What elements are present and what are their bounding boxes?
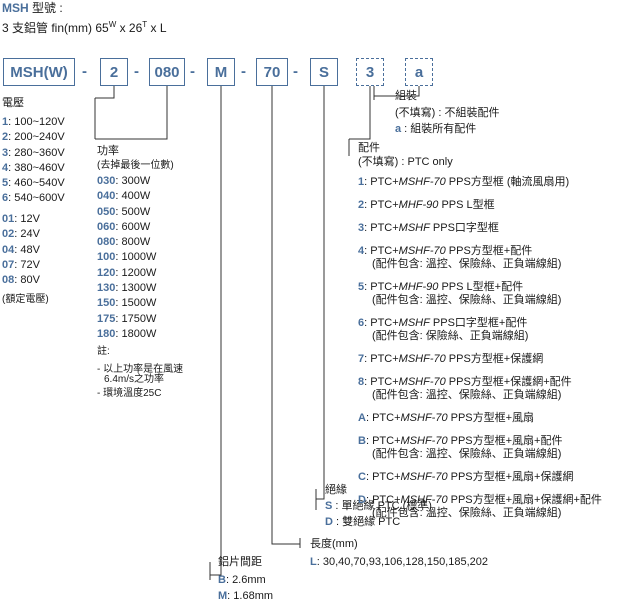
code-dash: - bbox=[293, 63, 298, 80]
voltage-title: 電壓 bbox=[2, 97, 24, 109]
power-subtitle: (去掉最後一位數) bbox=[97, 160, 174, 171]
model-label: MSH bbox=[2, 1, 29, 15]
accessory-item: 8: PTC+MSHF-70 PPS方型框+保護網+配件 (配件包含: 溫控、保… bbox=[358, 376, 572, 401]
sup-w: W bbox=[108, 20, 117, 29]
accessory-item: C: PTC+MSHF-70 PPS方型框+風扇+保護網 bbox=[358, 471, 574, 483]
rated-voltage-item: 02: 24V bbox=[2, 228, 40, 241]
sup-t: T bbox=[142, 20, 148, 29]
code-dash: - bbox=[82, 63, 87, 80]
fin-pitch-title: 鋁片間距 bbox=[218, 556, 262, 568]
rated-voltage-item: 08: 80V bbox=[2, 274, 40, 287]
code-box-power: 080 bbox=[149, 58, 185, 86]
power-item: 100: 1000W bbox=[97, 251, 157, 264]
power-note-title: 註: bbox=[97, 346, 110, 357]
code-box-assembly: a bbox=[405, 58, 433, 86]
power-item: 060: 600W bbox=[97, 220, 151, 233]
fin-pitch-list: B: 2.6mm M: 1.68mm bbox=[218, 574, 273, 606]
accessory-item: 5: PTC+MHF-90 PPS L型框+配件 (配件包含: 溫控、保險絲、正… bbox=[358, 281, 562, 306]
assembly-item: a : 組裝所有配件 bbox=[395, 123, 477, 135]
accessory-item: 4: PTC+MSHF-70 PPS方型框+配件 (配件包含: 溫控、保險絲、正… bbox=[358, 245, 562, 270]
diagram-subtitle: 3 支鋁管 fin(mm) 65W x 26T x L bbox=[2, 18, 167, 35]
assembly-connector bbox=[374, 86, 420, 97]
assembly-none: (不填寫) : 不組裝配件 bbox=[395, 107, 500, 119]
voltage-connector bbox=[95, 86, 115, 99]
accessory-item: A: PTC+MSHF-70 PPS方型框+風扇 bbox=[358, 412, 535, 424]
diagram-title: MSH 型號 : bbox=[2, 1, 63, 15]
voltage-list: 1: 100~120V 2: 200~240V 3: 280~360V 4: 3… bbox=[2, 116, 65, 208]
rated-voltage-item: 04: 48V bbox=[2, 243, 40, 256]
power-item: 150: 1500W bbox=[97, 297, 157, 310]
power-list: 030: 300W 040: 400W 050: 500W 060: 600W … bbox=[97, 175, 156, 343]
voltage-item: 3: 280~360V bbox=[2, 146, 65, 159]
insulation-title: 絕緣 bbox=[325, 484, 347, 496]
power-item: 050: 500W bbox=[97, 205, 151, 218]
fin-pitch-item: B: 2.6mm bbox=[218, 574, 266, 586]
insulation-connector bbox=[316, 86, 325, 500]
power-item: 080: 800W bbox=[97, 236, 151, 249]
subtitle-mid: x 26 bbox=[116, 21, 143, 35]
code-box-series: MSH(W) bbox=[3, 58, 75, 86]
code-box-voltage: 2 bbox=[100, 58, 128, 86]
code-box-accessory: 3 bbox=[356, 58, 384, 86]
assembly-title: 組裝 bbox=[395, 90, 417, 102]
rated-voltage-note: (額定電壓) bbox=[2, 294, 49, 305]
accessory-item: D: PTC+MSHF-70 PPS方型框+風扇+保護網+配件 (配件包含: 溫… bbox=[358, 494, 602, 519]
power-item: 120: 1200W bbox=[97, 266, 157, 279]
subtitle-end: x L bbox=[147, 21, 167, 35]
voltage-item: 2: 200~240V bbox=[2, 131, 65, 144]
voltage-item: 1: 100~120V bbox=[2, 116, 65, 128]
accessory-item: B: PTC+MSHF-70 PPS方型框+風扇+配件 (配件包含: 溫控、保險… bbox=[358, 435, 563, 460]
fin-pitch-item: M: 1.68mm bbox=[218, 590, 274, 602]
code-box-length: 70 bbox=[256, 58, 288, 86]
length-connector bbox=[271, 86, 300, 545]
rated-voltage-item: 07: 72V bbox=[2, 258, 40, 271]
accessory-title: 配件 bbox=[358, 142, 380, 154]
fin-pitch-connector bbox=[210, 86, 222, 576]
rated-voltage-list: 01: 12V 02: 24V 04: 48V 07: 72V 08: 80V bbox=[2, 213, 40, 289]
power-note-1b: 6.4m/s之功率 bbox=[104, 374, 165, 385]
voltage-item: 6: 540~600V bbox=[2, 192, 65, 205]
accessory-item: 3: PTC+MSHF PPS口字型框 bbox=[358, 222, 499, 234]
length-title: 長度(mm) bbox=[310, 538, 358, 550]
power-item: 180: 1800W bbox=[97, 327, 157, 340]
title-suffix: 型號 : bbox=[28, 1, 63, 15]
rated-voltage-item: 01: 12V bbox=[2, 213, 40, 225]
voltage-item: 5: 460~540V bbox=[2, 177, 65, 190]
insulation-item: D : 雙絕緣 PTC bbox=[325, 516, 401, 528]
power-item: 030: 300W bbox=[97, 175, 151, 187]
power-item: 130: 1300W bbox=[97, 282, 157, 295]
voltage-item: 4: 380~460V bbox=[2, 161, 65, 174]
accessory-item: 6: PTC+MSHF PPS口字型框+配件 (配件包含: 保險絲、正負端線組) bbox=[358, 317, 529, 342]
code-dash: - bbox=[190, 63, 195, 80]
accessory-connector bbox=[349, 86, 371, 140]
accessory-item: 2: PTC+MHF-90 PPS L型框 bbox=[358, 199, 495, 211]
accessory-item: 1: PTC+MSHF-70 PPS方型框 (軸流風扇用) bbox=[358, 176, 570, 188]
code-box-insulation: S bbox=[310, 58, 338, 86]
power-item: 040: 400W bbox=[97, 190, 151, 203]
insulation-item: S : 單絕緣 PTC (標準) bbox=[325, 500, 432, 512]
power-note-2: - 環境溫度25C bbox=[97, 388, 162, 399]
code-box-fin-pitch: M bbox=[207, 58, 235, 86]
insulation-list: S : 單絕緣 PTC (標準) D : 雙絕緣 PTC bbox=[325, 500, 432, 532]
accessory-list: 1: PTC+MSHF-70 PPS方型框 (軸流風扇用) 2: PTC+MHF… bbox=[358, 176, 602, 520]
power-connector bbox=[95, 86, 168, 140]
accessory-none: (不填寫) : PTC only bbox=[358, 156, 453, 168]
code-dash: - bbox=[241, 63, 246, 80]
power-item: 175: 1750W bbox=[97, 312, 157, 325]
subtitle-prefix: 3 支鋁管 fin(mm) 65 bbox=[2, 21, 109, 35]
length-item: L: 30,40,70,93,106,128,150,185,202 bbox=[310, 556, 489, 568]
power-note-1a: - 以上功率是在風速 bbox=[97, 364, 184, 375]
code-dash: - bbox=[134, 63, 139, 80]
power-title: 功率 bbox=[97, 145, 119, 157]
accessory-item: 7: PTC+MSHF-70 PPS方型框+保護網 bbox=[358, 353, 544, 365]
